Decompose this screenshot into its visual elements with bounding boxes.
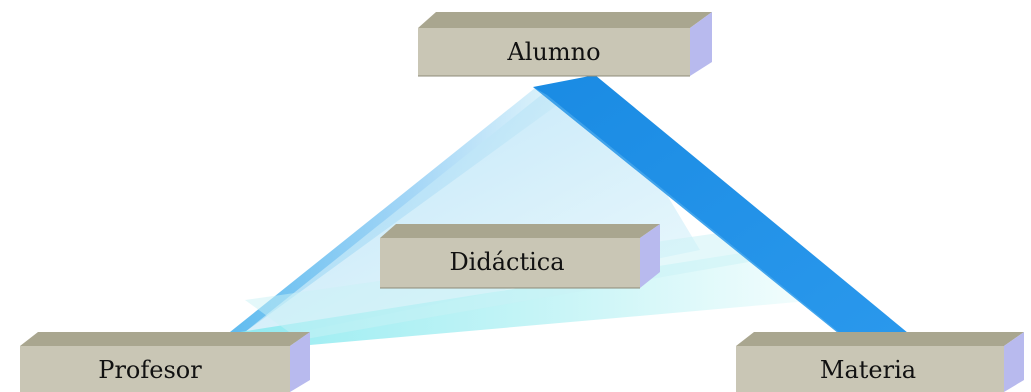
node-didactica: Didáctica bbox=[380, 224, 660, 289]
node-materia: Materia bbox=[736, 332, 1024, 392]
node-materia-label: Materia bbox=[820, 356, 916, 384]
node-alumno-label: Alumno bbox=[506, 38, 600, 66]
node-profesor-label: Profesor bbox=[98, 356, 202, 384]
node-alumno: Alumno bbox=[418, 12, 712, 77]
node-profesor: Profesor bbox=[20, 332, 310, 392]
node-didactica-label: Didáctica bbox=[449, 248, 564, 276]
beam-alumno-materia bbox=[533, 75, 908, 333]
